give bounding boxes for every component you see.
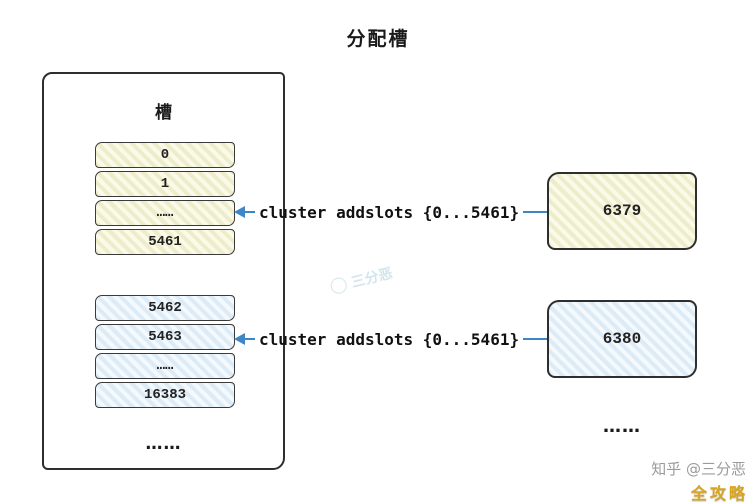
slot-container-label: 槽: [155, 103, 172, 123]
slot-row: ……: [95, 200, 235, 226]
corner-watermark: 全攻略: [690, 484, 748, 503]
node-6380: 6380: [547, 300, 697, 378]
slot-container-box: 槽 0 1 …… 5461 5462 5463 …… 16383 ……: [42, 72, 285, 470]
connector-line: [245, 338, 255, 340]
slot-row: 0: [95, 142, 235, 168]
addslots-command-label: cluster addslots {0...5461}: [259, 202, 520, 222]
slot-row: 1: [95, 171, 235, 197]
slot-group-yellow: 0 1 …… 5461: [95, 142, 235, 258]
slot-row: ……: [95, 353, 235, 379]
watermark-text: 三分恶: [349, 265, 395, 292]
zhihu-watermark: 知乎 @三分恶: [651, 460, 746, 478]
slot-container-ellipsis: ……: [145, 434, 182, 454]
arrow-left-icon: [234, 333, 245, 345]
slot-row: 5461: [95, 229, 235, 255]
connector-line: [245, 211, 255, 213]
connector-addslots-2: cluster addslots {0...5461}: [234, 327, 547, 351]
slot-group-blue: 5462 5463 …… 16383: [95, 295, 235, 411]
connector-line: [523, 338, 547, 340]
watermark-logo-icon: [329, 275, 349, 296]
center-watermark: 三分恶: [329, 263, 395, 298]
node-6379: 6379: [547, 172, 697, 250]
connector-addslots-1: cluster addslots {0...5461}: [234, 200, 547, 224]
addslots-command-label: cluster addslots {0...5461}: [259, 329, 520, 349]
page-title: 分配槽: [346, 28, 410, 50]
slot-row: 5463: [95, 324, 235, 350]
slot-row: 5462: [95, 295, 235, 321]
slot-row: 16383: [95, 382, 235, 408]
connector-line: [523, 211, 547, 213]
arrow-left-icon: [234, 206, 245, 218]
nodes-ellipsis: ……: [603, 416, 641, 437]
